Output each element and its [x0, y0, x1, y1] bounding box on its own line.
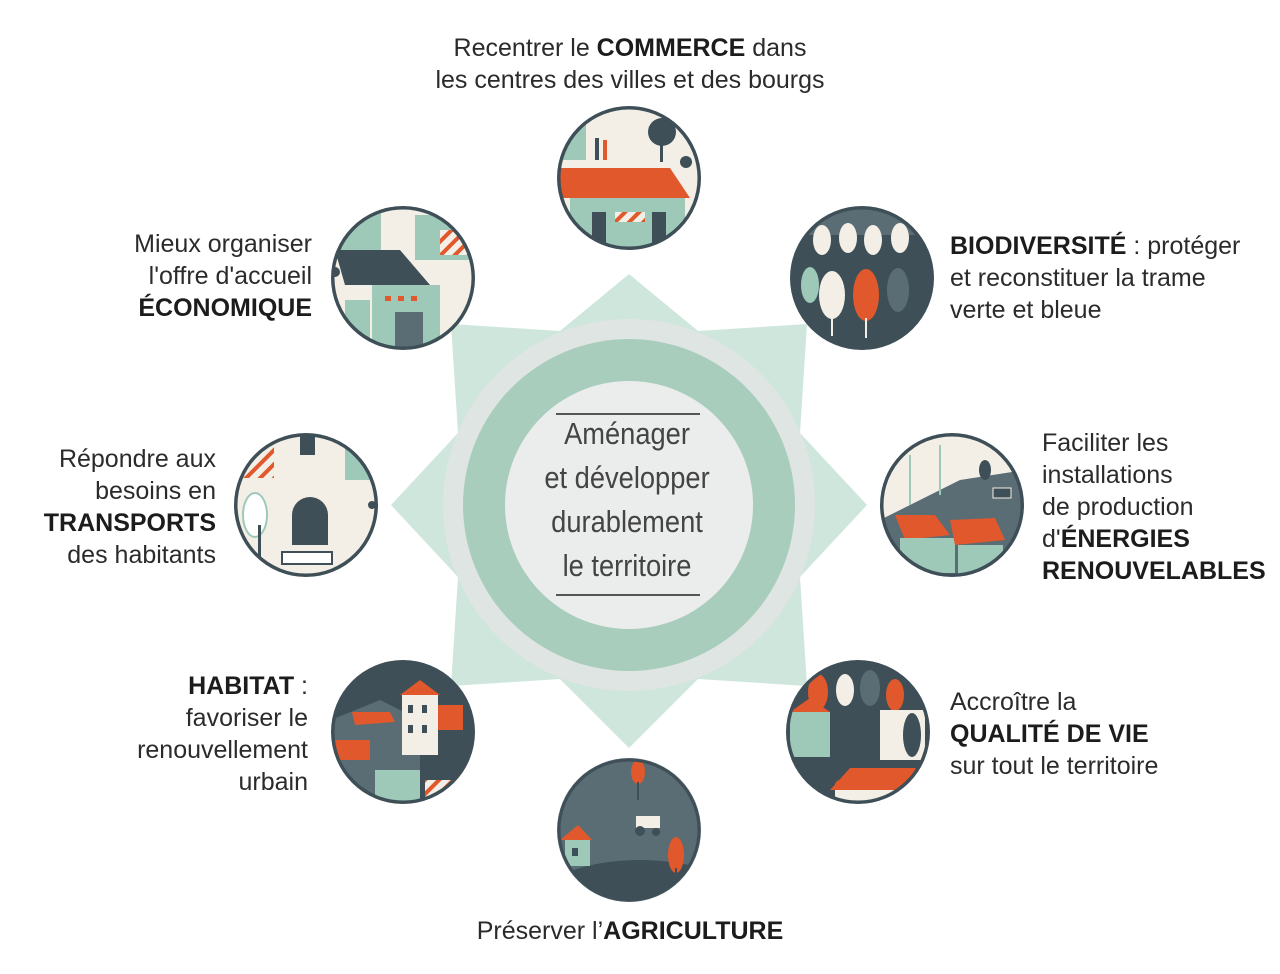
center-title-line: durablement — [551, 504, 703, 539]
center-core — [505, 381, 753, 629]
label-habitat: HABITAT : favoriser le renouvellement ur… — [137, 672, 308, 796]
label-biodiversite: BIODIVERSITÉ : protéger et reconstituer … — [950, 232, 1241, 324]
label-agriculture: Préserver l’AGRICULTURE — [476, 917, 784, 945]
label-qualite: Accroître la QUALITÉ DE VIE sur tout le … — [950, 688, 1159, 780]
center-title-line: Aménager — [564, 416, 690, 451]
label-economique: Mieux organiser l'offre d'accueil ÉCONOM… — [134, 230, 312, 322]
solar-wind-icon — [880, 433, 1024, 577]
label-commerce: Recentrer le COMMERCE dans les centres d… — [435, 34, 825, 94]
label-energies: Faciliter les installations de productio… — [1042, 429, 1266, 585]
center-title-top-rule — [556, 413, 700, 415]
town-life-icon — [786, 660, 930, 804]
station-icon — [234, 433, 378, 577]
shop-icon — [557, 106, 701, 250]
tractor-field-icon — [557, 758, 701, 902]
label-transports: Répondre aux besoins en TRANSPORTS des h… — [43, 445, 216, 569]
center-title-line: et développer — [544, 460, 710, 495]
center-title: Aménager et développer durablement le te… — [500, 412, 754, 588]
forest-icon — [790, 206, 934, 350]
center-title-bottom-rule — [556, 594, 700, 596]
factory-icon — [331, 206, 475, 350]
housing-icon — [331, 660, 475, 804]
center-title-line: le territoire — [562, 548, 692, 583]
